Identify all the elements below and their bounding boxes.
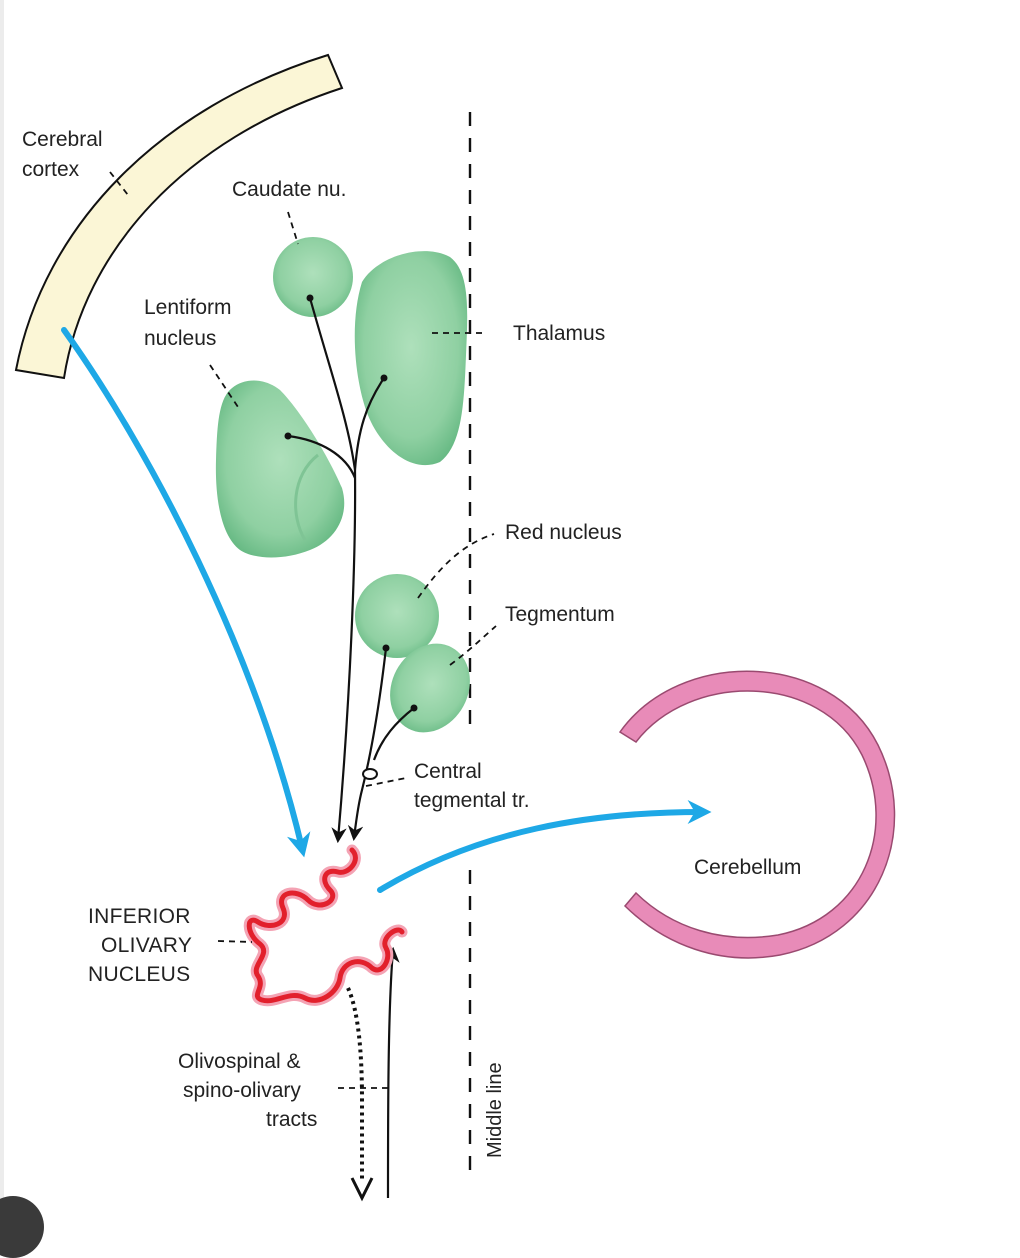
red-nucleus-label: Red nucleus bbox=[505, 521, 622, 544]
inferior-olivary-label-line1: INFERIOR bbox=[88, 905, 191, 928]
cerebral-cortex-label-line2: cortex bbox=[22, 158, 80, 181]
lentiform-nucleus-label-line1: Lentiform bbox=[144, 296, 232, 319]
inferior-olivary-label-line2: OLIVARY bbox=[101, 934, 192, 957]
lentiform-internal-contour bbox=[294, 453, 319, 541]
olivospinal-label-line3: tracts bbox=[266, 1108, 317, 1131]
cerebellum-shape bbox=[618, 670, 896, 959]
cerebral-cortex-shape bbox=[14, 53, 344, 380]
thalamus-shape bbox=[354, 251, 468, 466]
olivospinal-label-line2: spino-olivary bbox=[183, 1079, 301, 1102]
olivo-cerebellar-arrow bbox=[377, 800, 712, 893]
olivospinal-arrowhead bbox=[350, 1177, 374, 1202]
central-tegmental-tract-marker bbox=[362, 768, 378, 780]
middle-line-label: Middle line bbox=[484, 1062, 506, 1158]
inferior-olivary-connections-diagram: Cerebral cortex Caudate nu. Lentiform nu… bbox=[14, 53, 896, 1202]
lentiform-nucleus-shape bbox=[215, 380, 345, 558]
central-tegmental-tract-label-line1: Central bbox=[414, 760, 482, 783]
olivospinal-label-line1: Olivospinal & bbox=[178, 1050, 301, 1073]
cortico-olivary-arrow bbox=[61, 327, 311, 858]
central-tegmental-tract-label-line2: tegmental tr. bbox=[414, 789, 530, 812]
left-edge-divider bbox=[0, 0, 4, 1220]
olivospinal-tract bbox=[346, 987, 364, 1180]
tegmentum-label: Tegmentum bbox=[505, 603, 615, 626]
red-nucleus-shape bbox=[355, 574, 439, 658]
caudate-nucleus-shape bbox=[273, 237, 353, 317]
inferior-olivary-label-line3: NUCLEUS bbox=[88, 963, 190, 986]
leader-lines bbox=[109, 171, 497, 1089]
lentiform-nucleus-label-line2: nucleus bbox=[144, 327, 216, 350]
caudate-nucleus-label: Caudate nu. bbox=[232, 178, 346, 201]
inferior-olivary-nucleus-shape bbox=[246, 847, 405, 1004]
thalamus-label: Thalamus bbox=[513, 322, 605, 345]
cerebral-cortex-label-line1: Cerebral bbox=[22, 128, 103, 151]
pathway-nodes bbox=[284, 294, 418, 712]
cerebellum-label: Cerebellum bbox=[694, 856, 801, 879]
